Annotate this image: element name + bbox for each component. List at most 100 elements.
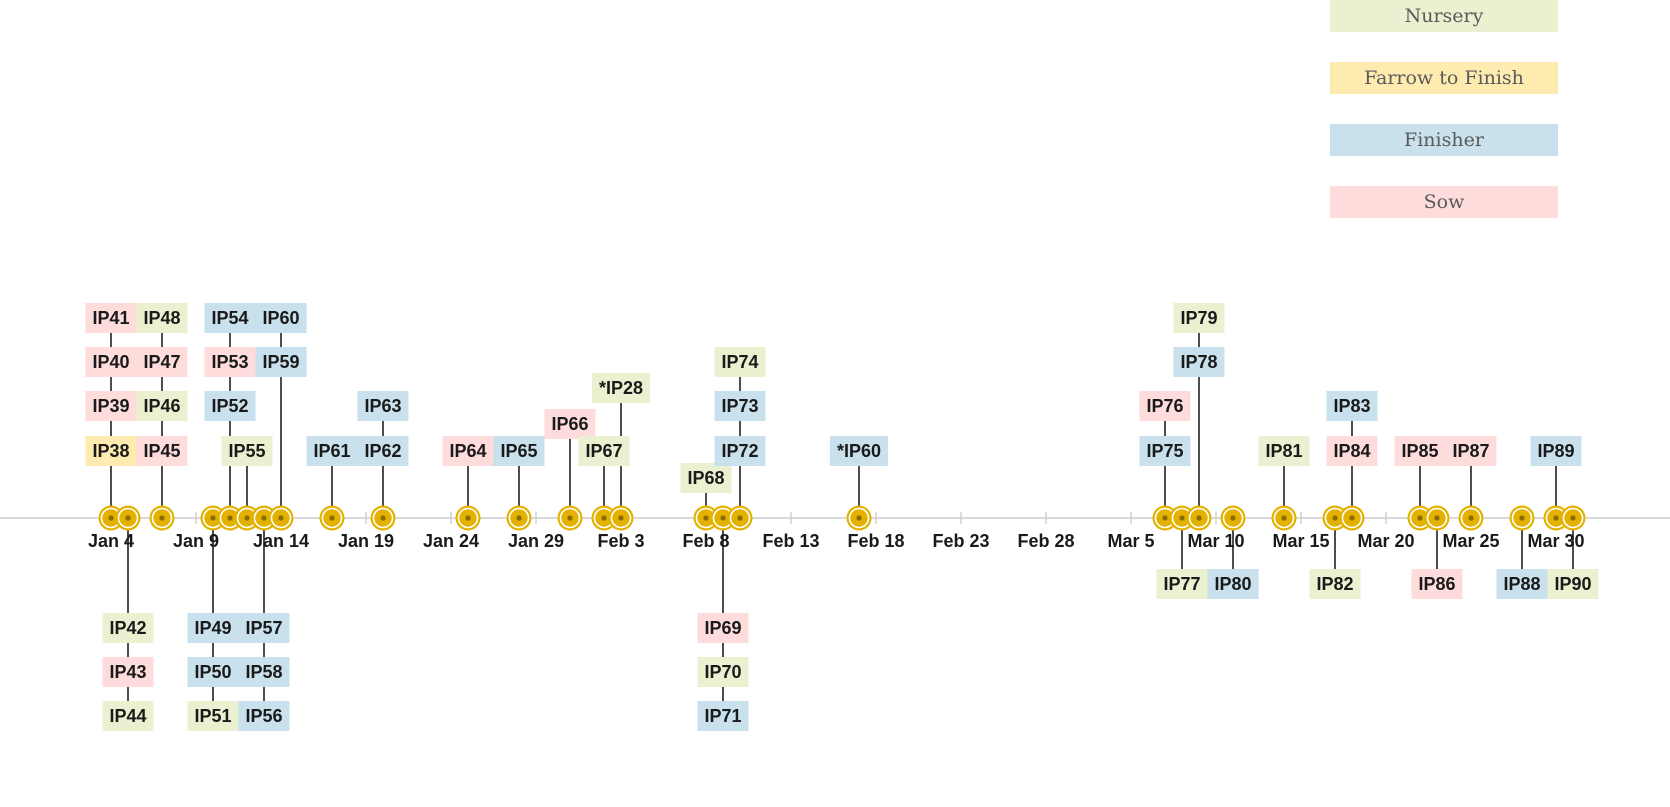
tick-label: Mar 25 [1442, 531, 1500, 551]
event-marker-dot [1417, 515, 1423, 521]
event-label: IP58 [238, 657, 290, 687]
event-label: IP74 [714, 347, 766, 377]
event-label: IP50 [187, 657, 239, 687]
tick-label: Feb 8 [682, 531, 730, 551]
event-label: IP56 [238, 701, 290, 731]
event-marker-dot [261, 515, 267, 521]
tick-label: Jan 14 [252, 531, 310, 551]
event-label: IP86 [1411, 569, 1463, 599]
event-label: IP67 [578, 436, 630, 466]
event-marker-dot [1332, 515, 1338, 521]
event-label: IP51 [187, 701, 239, 731]
event-label: IP59 [255, 347, 307, 377]
legend-item-sow: Sow [1330, 186, 1558, 218]
event-marker-dot [159, 515, 165, 521]
legend-item-farrow-to-finish: Farrow to Finish [1330, 62, 1558, 94]
event-marker-dot [380, 515, 386, 521]
event-label: IP81 [1258, 436, 1310, 466]
event-label: IP47 [136, 347, 188, 377]
event-marker-dot [108, 515, 114, 521]
legend-item-finisher: Finisher [1330, 124, 1558, 156]
event-marker-dot [856, 515, 862, 521]
event-label: IP82 [1309, 569, 1361, 599]
event-marker-dot [278, 515, 284, 521]
event-marker-dot [567, 515, 573, 521]
event-marker-dot [227, 515, 233, 521]
event-label: IP83 [1326, 391, 1378, 421]
event-label: IP80 [1207, 569, 1259, 599]
event-label: IP40 [85, 347, 137, 377]
tick-label: Feb 28 [1017, 531, 1075, 551]
event-marker-dot [1553, 515, 1559, 521]
event-label: IP64 [442, 436, 494, 466]
tick-label: Feb 13 [762, 531, 820, 551]
tick-label: Feb 3 [597, 531, 645, 551]
event-marker-dot [210, 515, 216, 521]
event-label: IP79 [1173, 303, 1225, 333]
event-label: IP57 [238, 613, 290, 643]
event-marker-dot [329, 515, 335, 521]
tick-label: Jan 19 [337, 531, 395, 551]
event-marker-dot [703, 515, 709, 521]
event-label: IP84 [1326, 436, 1378, 466]
event-marker-dot [1230, 515, 1236, 521]
event-label: *IP28 [591, 373, 651, 403]
event-label: IP76 [1139, 391, 1191, 421]
event-label: IP39 [85, 391, 137, 421]
event-label: IP87 [1445, 436, 1497, 466]
event-label: IP65 [493, 436, 545, 466]
event-label: IP62 [357, 436, 409, 466]
legend-item-nursery: Nursery [1330, 0, 1558, 32]
event-marker-dot [1179, 515, 1185, 521]
event-label: IP88 [1496, 569, 1548, 599]
event-label: IP73 [714, 391, 766, 421]
event-marker-dot [720, 515, 726, 521]
event-label: IP90 [1547, 569, 1599, 599]
event-label: IP89 [1530, 436, 1582, 466]
event-marker-dot [618, 515, 624, 521]
tick-label: Jan 24 [422, 531, 480, 551]
event-label: IP46 [136, 391, 188, 421]
event-label: IP52 [204, 391, 256, 421]
tick-label: Jan 9 [172, 531, 220, 551]
tick-label: Mar 5 [1107, 531, 1155, 551]
event-marker-dot [1281, 515, 1287, 521]
event-marker-dot [1434, 515, 1440, 521]
tick-label: Mar 30 [1527, 531, 1585, 551]
event-label: IP54 [204, 303, 256, 333]
event-label: IP85 [1394, 436, 1446, 466]
event-marker-dot [465, 515, 471, 521]
event-marker-dot [1570, 515, 1576, 521]
event-marker-dot [737, 515, 743, 521]
event-marker-dot [601, 515, 607, 521]
event-label: IP60 [255, 303, 307, 333]
event-marker-dot [1162, 515, 1168, 521]
event-label: IP72 [714, 436, 766, 466]
event-label: IP78 [1173, 347, 1225, 377]
event-marker-dot [125, 515, 131, 521]
event-label: IP42 [102, 613, 154, 643]
event-marker-dot [1349, 515, 1355, 521]
tick-label: Feb 23 [932, 531, 990, 551]
event-marker-dot [1468, 515, 1474, 521]
event-label: IP41 [85, 303, 137, 333]
event-label: IP70 [697, 657, 749, 687]
event-label: IP68 [680, 463, 732, 493]
event-label: IP43 [102, 657, 154, 687]
event-marker-dot [516, 515, 522, 521]
event-label: IP69 [697, 613, 749, 643]
event-label: IP71 [697, 701, 749, 731]
event-label: IP48 [136, 303, 188, 333]
event-label: IP49 [187, 613, 239, 643]
event-label: *IP60 [829, 436, 889, 466]
event-label: IP66 [544, 409, 596, 439]
tick-label: Jan 29 [507, 531, 565, 551]
tick-label: Mar 10 [1187, 531, 1245, 551]
event-label: IP61 [306, 436, 358, 466]
event-label: IP75 [1139, 436, 1191, 466]
event-marker-dot [1196, 515, 1202, 521]
event-marker-dot [1519, 515, 1525, 521]
event-label: IP55 [221, 436, 273, 466]
event-label: IP63 [357, 391, 409, 421]
